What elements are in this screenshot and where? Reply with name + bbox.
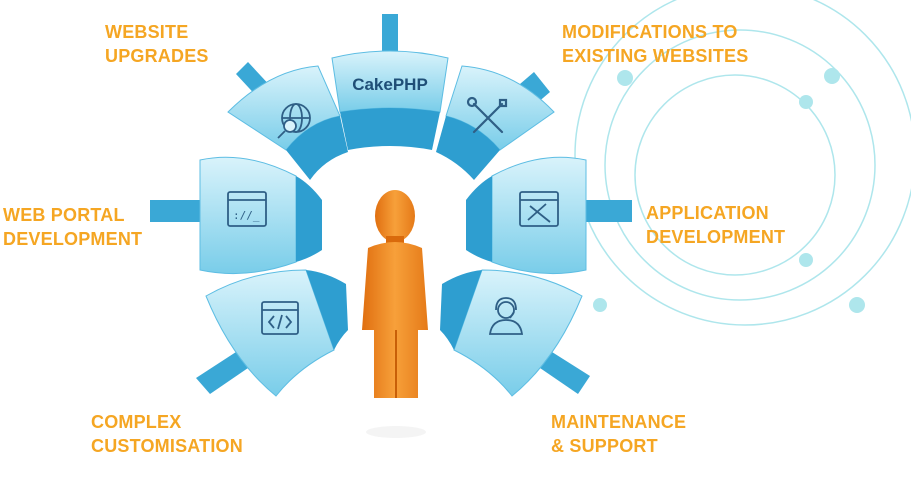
segment-customisation [196, 269, 348, 397]
label-line: MODIFICATIONS TO [562, 22, 738, 42]
support-agent-icon [488, 297, 524, 335]
label-line: & SUPPORT [551, 436, 658, 456]
label-website-upgrades: WEBSITE UPGRADES [105, 20, 209, 68]
label-application: APPLICATION DEVELOPMENT [646, 201, 785, 249]
svg-text:://_: ://_ [233, 209, 260, 222]
label-line: APPLICATION [646, 203, 769, 223]
wheel-segments [150, 14, 632, 397]
label-line: WEB PORTAL [3, 205, 125, 225]
segment-web-portal [150, 156, 322, 275]
person-figure [362, 190, 428, 438]
label-line: MAINTENANCE [551, 412, 687, 432]
terminal-window-icon: ://_ [227, 191, 267, 227]
label-line: DEVELOPMENT [3, 229, 143, 249]
label-line: COMPLEX [91, 412, 182, 432]
label-line: UPGRADES [105, 46, 209, 66]
label-web-portal: WEB PORTAL DEVELOPMENT [3, 203, 142, 251]
segment-modifications [436, 65, 555, 180]
label-line: CUSTOMISATION [91, 436, 243, 456]
label-line: WEBSITE [105, 22, 189, 42]
orbit-decoration [574, 0, 911, 326]
label-modifications: MODIFICATIONS TO EXISTING WEBSITES [562, 20, 748, 68]
tools-icon [466, 96, 508, 134]
globe-search-icon [277, 103, 311, 139]
cakephp-logo: CakePHP [352, 75, 428, 94]
label-line: EXISTING WEBSITES [562, 46, 749, 66]
segment-maintenance [440, 269, 590, 397]
segment-cakephp [331, 14, 449, 150]
orbit-dots [593, 68, 865, 313]
segment-application [466, 156, 632, 275]
label-customisation: COMPLEX CUSTOMISATION [91, 410, 243, 458]
code-window-icon [261, 301, 299, 335]
segment-website-upgrades [227, 62, 348, 180]
label-maintenance: MAINTENANCE & SUPPORT [551, 410, 686, 458]
label-line: DEVELOPMENT [646, 227, 786, 247]
design-window-icon [519, 191, 559, 227]
